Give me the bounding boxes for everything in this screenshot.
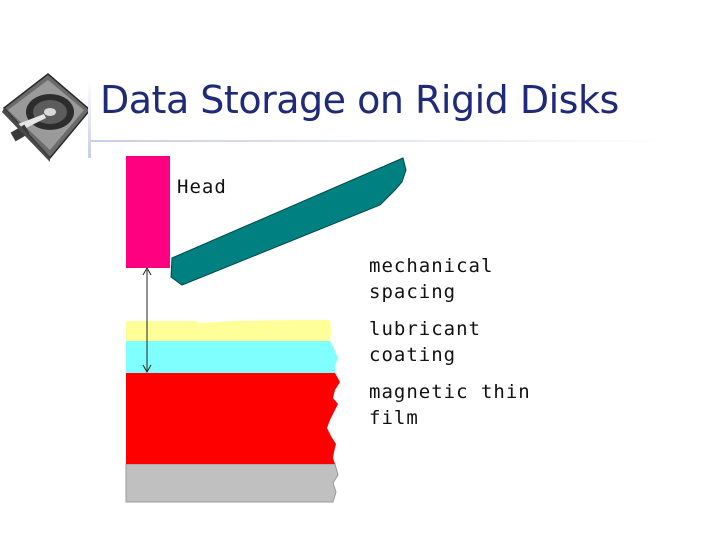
mechanical-spacing-label-line1: mechanical: [369, 254, 493, 279]
magnetic-film-label-line1: magnetic thin: [369, 380, 531, 405]
head-block: [126, 156, 170, 268]
magnetic-film-label-line2: film: [369, 406, 419, 431]
lubricant-coating-label-line2: coating: [369, 343, 456, 368]
substrate-layer: [126, 464, 338, 502]
coating-layer: [126, 341, 338, 373]
lubricant-coating-label-line1: lubricant: [369, 317, 481, 342]
lubricant-layer: [126, 320, 331, 341]
mechanical-spacing-label-line2: spacing: [369, 280, 456, 305]
head-label: Head: [177, 175, 227, 200]
magnetic-film-layer: [126, 373, 340, 464]
